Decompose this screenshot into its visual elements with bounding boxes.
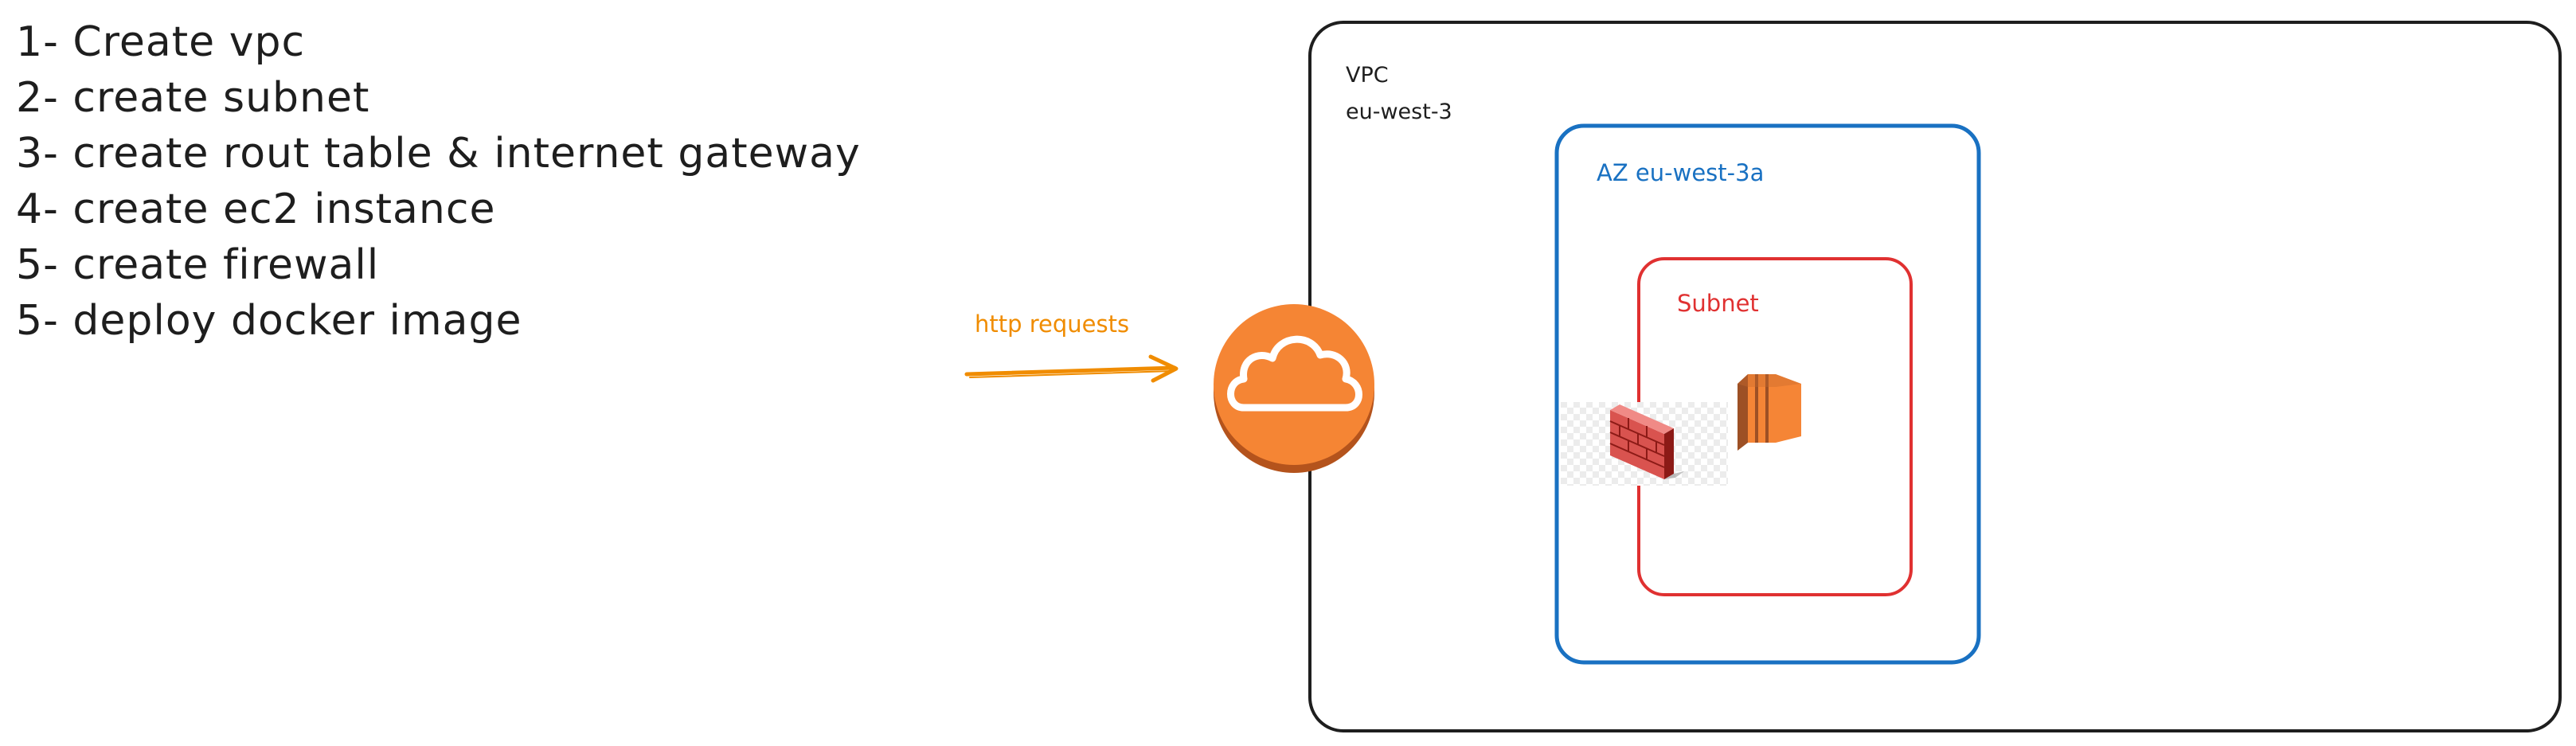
- step-item: 2- create subnet: [16, 74, 370, 122]
- step-item: 5- deploy docker image: [16, 297, 522, 345]
- step-item: 5- create firewall: [16, 241, 380, 289]
- vpc-box: [1308, 21, 2562, 732]
- subnet-label: Subnet: [1677, 290, 1759, 317]
- firewall-brick-wall-icon: [1561, 402, 1728, 486]
- http-requests-label: http requests: [975, 311, 1130, 338]
- vpc-label: VPC eu-west-3: [1346, 57, 1452, 131]
- internet-gateway-cloud-icon: [1214, 304, 1374, 473]
- az-box: [1554, 123, 1981, 665]
- az-label: AZ eu-west-3a: [1597, 159, 1765, 186]
- vpc-region: eu-west-3: [1346, 100, 1452, 124]
- step-item: 3- create rout table & internet gateway: [16, 130, 861, 178]
- steps-list: 1- Create vpc 2- create subnet 3- create…: [16, 14, 861, 349]
- vpc-title: VPC: [1346, 63, 1389, 88]
- step-item: 1- Create vpc: [16, 18, 306, 66]
- step-item: 4- create ec2 instance: [16, 186, 496, 233]
- http-request-arrow: [964, 354, 1179, 383]
- ec2-instance-icon: [1738, 374, 1801, 451]
